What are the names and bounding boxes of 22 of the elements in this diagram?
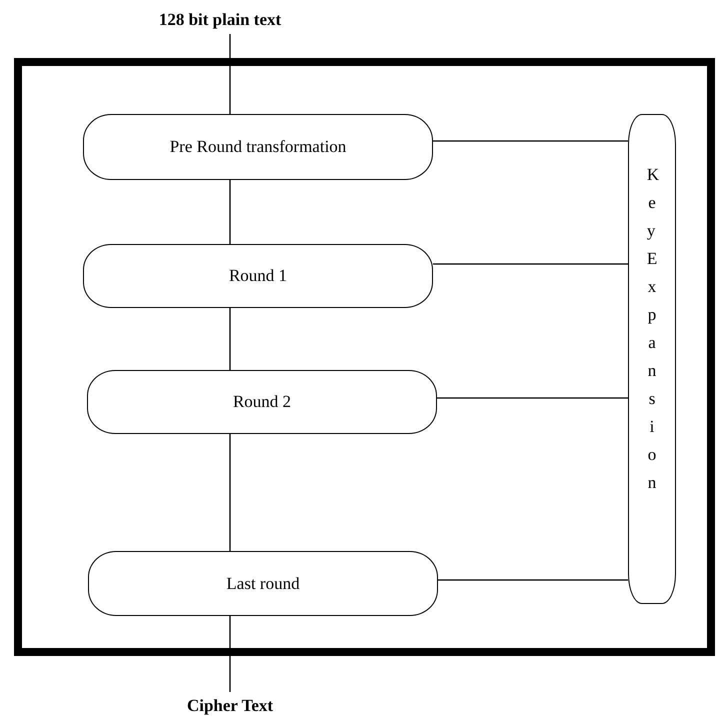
connector-line [229,34,231,114]
rounded-box [88,551,438,616]
rounded-box [83,244,433,308]
connector-line [229,616,231,692]
box-label: Pre Round transformation [170,136,346,158]
frame-box [14,58,715,656]
box-label: Round 1 [228,265,288,288]
box-label: Last round [226,572,300,595]
box-label: 128 bit plain text [158,9,282,32]
rounded-box [83,114,433,180]
connector-line [437,397,628,399]
rounded-box [87,370,437,434]
connector-line [229,180,231,244]
box-label: Round 2 [232,391,292,414]
rounded-column [628,114,676,604]
connector-line [433,263,628,265]
connector-line [229,308,231,370]
box-label: Cipher Text [186,695,274,718]
connector-line [438,579,628,581]
vertical-label: Key Expansion [646,164,658,494]
connector-line [229,434,231,551]
connector-line [433,140,628,142]
